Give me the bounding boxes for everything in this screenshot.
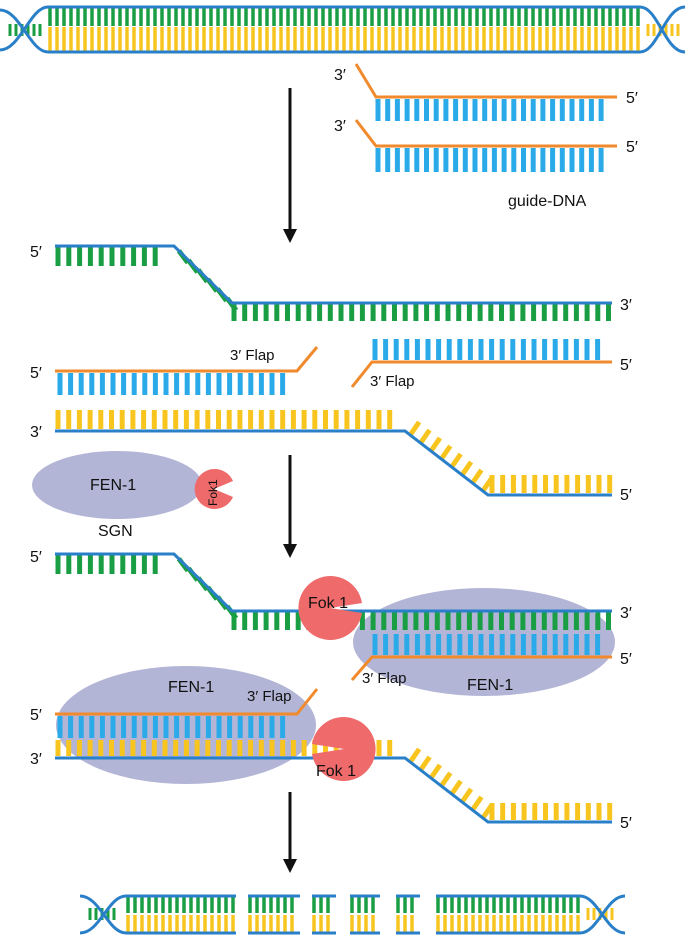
stage3-right-guide [350, 634, 612, 681]
fen1-ellipse-icon [32, 451, 202, 519]
guide-dna-strand-2 [354, 119, 617, 172]
fok1-pacman-icon [194, 469, 233, 510]
stage3-fen1-label: FEN-1 [467, 677, 513, 694]
top-green-bases [8, 8, 640, 36]
stage2-yellow-bases [55, 410, 613, 493]
stage3-yellow-3prime: 3′ [30, 751, 42, 768]
stage2-green-bases [55, 247, 611, 321]
stage3-lower-fen1-label: FEN-1 [168, 679, 214, 696]
stage3-lower-flap-label: 3′ Flap [247, 688, 292, 705]
stage2-left-flap-label: 3′ Flap [230, 347, 275, 364]
base-pair [449, 779, 463, 796]
base-pair [408, 747, 422, 764]
bottom-backbone-fragments [126, 894, 580, 935]
stage2-green-backbone [55, 244, 612, 305]
base-pair [418, 428, 432, 445]
guide-2-3prime-label: 3′ [334, 118, 346, 135]
stage3-lguide-5prime: 5′ [30, 707, 42, 724]
stage3-green-5prime: 5′ [30, 549, 42, 566]
stage2-green-3prime: 3′ [620, 297, 632, 314]
base-pair [470, 468, 484, 485]
base-pair [449, 452, 463, 469]
stage2-green-strand [55, 244, 612, 321]
top-dna-helix [0, 5, 685, 54]
guide-1-5prime-label: 5′ [626, 90, 638, 107]
sgn-enzyme: FEN-1 Fok1 SGN [32, 451, 233, 540]
stage3-right-guide-bases [372, 634, 601, 655]
bottom-green-bases [88, 897, 580, 920]
stage3-lower-fok1-label: Fok 1 [316, 763, 356, 780]
fok1-pacman-icon [312, 717, 376, 781]
guide-2-backbone [354, 119, 617, 148]
stage2-right-guide-5prime: 5′ [620, 357, 632, 374]
base-pair [460, 787, 474, 804]
bottom-yellow-bases [126, 908, 614, 932]
sgn-fok1-label: Fok1 [206, 479, 220, 506]
stage2-left-guide-bases [57, 373, 286, 395]
top-right-twist-b [639, 5, 685, 54]
base-pair [408, 420, 422, 437]
sgn-fen1-label: FEN-1 [90, 477, 136, 494]
top-yellow-bases [48, 24, 680, 51]
stage3-yellow-backbone [55, 756, 612, 824]
stage2-yellow-strand [55, 410, 613, 497]
stage2-right-flap-label: 3′ Flap [370, 373, 415, 390]
stage3-fok1-label: Fok 1 [308, 595, 348, 612]
base-pair [470, 795, 484, 812]
top-left-twist-b [0, 5, 49, 52]
stage3-left-guide-backbone [55, 688, 319, 716]
base-pair [428, 763, 442, 780]
bottom-cleaved-helix [79, 894, 626, 935]
base-pair [439, 771, 453, 788]
stage3-left-guide [55, 688, 319, 738]
stage2-yellow-backbone [55, 429, 612, 497]
stage3-green-3prime: 3′ [620, 605, 632, 622]
guide-2-bases [375, 148, 604, 172]
stage3-green-backbone [55, 552, 612, 613]
bottom-right-twist-b [579, 894, 626, 935]
stage2-left-guide [55, 346, 319, 395]
stage2-left-guide-5prime: 5′ [30, 365, 42, 382]
guide-dna-label: guide-DNA [508, 193, 587, 210]
stage2-yellow-3prime: 3′ [30, 424, 42, 441]
sgn-label: SGN [98, 523, 133, 540]
stage2-left-guide-backbone [55, 346, 319, 373]
guide-1-bases [375, 99, 604, 121]
stage3-flap-label: 3′ Flap [362, 670, 407, 687]
guide-1-backbone [354, 63, 617, 99]
stage3-right-guide-backbone [350, 655, 612, 681]
base-pair [418, 755, 432, 772]
guide-1-3prime-label: 3′ [334, 67, 346, 84]
stage2-right-guide-backbone [350, 360, 612, 388]
stage3-guide-5prime: 5′ [620, 651, 632, 668]
fok1-pacman-icon [298, 576, 362, 640]
stage3-left-guide-bases [57, 716, 286, 738]
base-pair [428, 436, 442, 453]
stage2-yellow-5prime: 5′ [620, 487, 632, 504]
base-pair [460, 460, 474, 477]
stage2-right-guide [350, 339, 612, 388]
base-pair [439, 444, 453, 461]
guide-dna-strand-1 [354, 63, 617, 121]
fen1-ellipse-icon [353, 588, 615, 696]
guide-2-5prime-label: 5′ [626, 139, 638, 156]
stage3-yellow-5prime: 5′ [620, 815, 632, 832]
stage2-green-5prime: 5′ [30, 244, 42, 261]
bottom-left-twist-b [79, 894, 127, 935]
stage2-right-guide-bases [372, 339, 601, 360]
